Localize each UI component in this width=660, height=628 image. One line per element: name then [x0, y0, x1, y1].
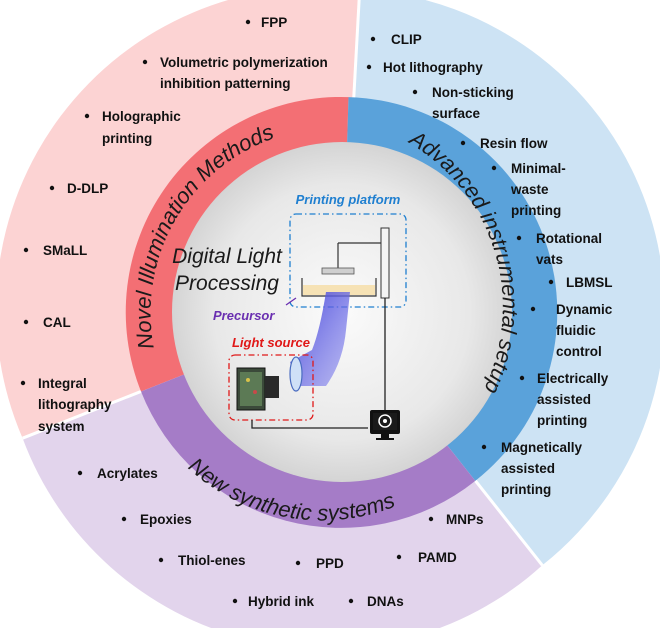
item-dynamic-fluidic: Dynamic: [556, 302, 613, 317]
item-clip: CLIP: [391, 32, 422, 47]
item-volumetric-polymerization: Volumetric polymerization: [160, 55, 328, 70]
item-hybrid-ink: Hybrid ink: [248, 594, 315, 609]
light-source-callout-box: [228, 354, 314, 421]
monitor-icon: [370, 410, 400, 440]
item-fpp: FPP: [261, 15, 287, 30]
precursor-pointer: [285, 297, 297, 306]
item-d-dlp: D-DLP: [67, 181, 108, 196]
item-lbmsl: LBMSL: [566, 275, 613, 290]
item-mnps: MNPs: [446, 512, 484, 527]
item-electrically-assisted-line3: printing: [537, 413, 587, 428]
item-electrically-assisted-line2: assisted: [537, 392, 591, 407]
item-holographic-line2: printing: [102, 131, 152, 146]
item-pamd: PAMD: [418, 550, 457, 565]
item-resin-flow: Resin flow: [480, 136, 548, 151]
item-cal: CAL: [43, 315, 71, 330]
item-integral-line3: system: [38, 419, 85, 434]
item-minimal-waste: Minimal-: [511, 161, 566, 176]
item-minimal-waste-line2: waste: [510, 182, 549, 197]
item-minimal-waste-line3: printing: [511, 203, 561, 218]
item-rotational-vats-line2: vats: [536, 252, 563, 267]
item-dynamic-fluidic-line2: fluidic: [556, 323, 596, 338]
printing-platform-label: Printing platform: [296, 192, 401, 207]
light-source-label: Light source: [232, 335, 310, 350]
item-holographic: Holographic: [102, 109, 181, 124]
item-non-sticking-line2: surface: [432, 106, 481, 121]
item-magnetically-assisted-line2: assisted: [501, 461, 555, 476]
lens: [289, 356, 303, 392]
item-non-sticking: Non-sticking: [432, 85, 514, 100]
item-magnetically-assisted: Magnetically: [501, 440, 583, 455]
item-integral: Integral: [38, 376, 87, 391]
light-beam: [290, 292, 350, 386]
center-title-line2: Processing: [175, 272, 279, 295]
instrumental-items: CLIP Hot lithography Non-sticking surfac…: [366, 32, 613, 497]
item-ppd: PPD: [316, 556, 344, 571]
precursor-label: Precursor: [213, 308, 275, 323]
illumination-items: FPP Volumetric polymerization inhibition…: [20, 15, 328, 434]
item-dnas: DNAs: [367, 594, 404, 609]
projector-device: [236, 367, 279, 411]
item-dynamic-fluidic-line3: control: [556, 344, 602, 359]
printing-platform-callout-box: [289, 213, 407, 308]
item-rotational-vats: Rotational: [536, 231, 602, 246]
item-magnetically-assisted-line3: printing: [501, 482, 551, 497]
item-hot-lithography: Hot lithography: [383, 60, 483, 75]
item-epoxies: Epoxies: [140, 512, 192, 527]
item-small: SMaLL: [43, 243, 87, 258]
center-title-line1: Digital Light: [172, 245, 283, 268]
item-thiol-enes: Thiol-enes: [178, 553, 246, 568]
item-acrylates: Acrylates: [97, 466, 158, 481]
item-integral-line2: lithography: [38, 397, 112, 412]
item-volumetric-polymerization-line2: inhibition patterning: [160, 76, 290, 91]
item-electrically-assisted: Electrically: [537, 371, 609, 386]
synthetic-items: Acrylates Epoxies Thiol-enes PPD MNPs PA…: [77, 466, 484, 609]
